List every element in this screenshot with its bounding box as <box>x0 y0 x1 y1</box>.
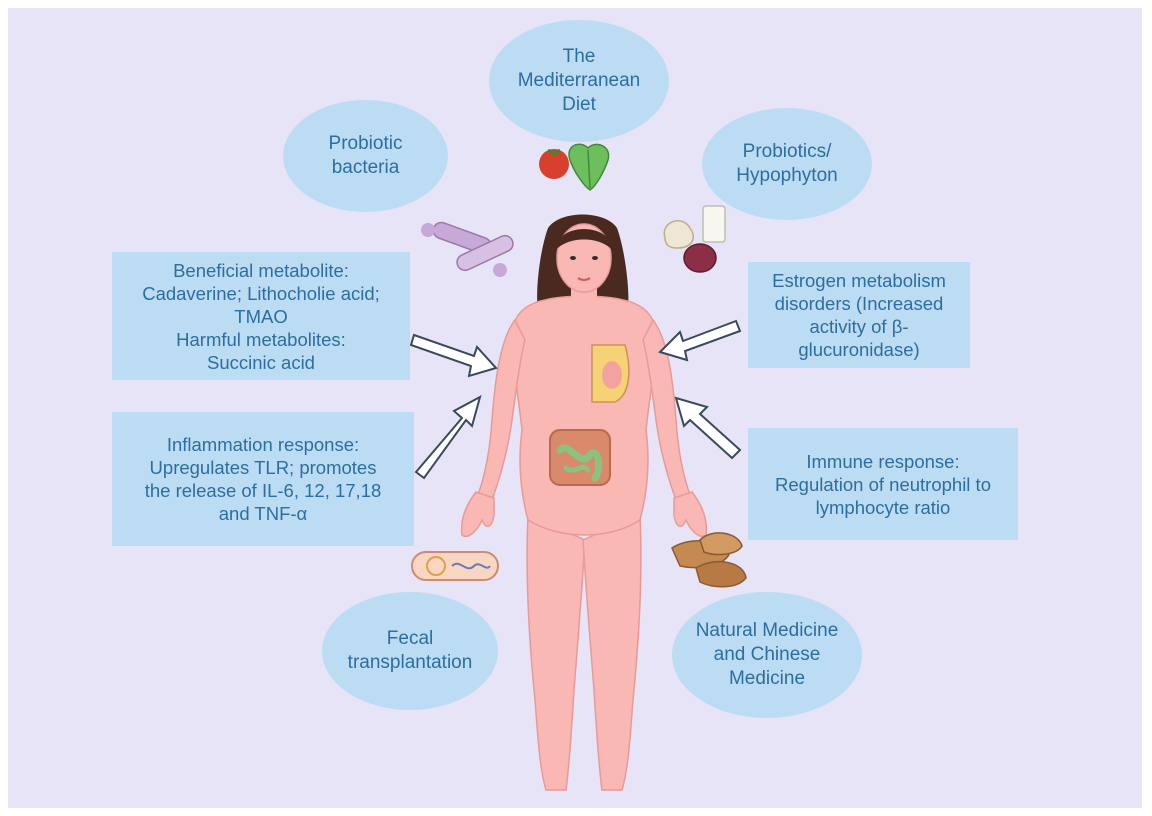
probiotics-hypophyton-label: Probiotics/ Hypophyton <box>702 108 872 220</box>
tomato-icon <box>539 149 569 179</box>
natural-medicine-text: Natural Medicine and Chinese Medicine <box>696 619 839 691</box>
probiotics-hypophyton-text: Probiotics/ Hypophyton <box>736 140 837 188</box>
herbal-slices-icon <box>672 533 746 587</box>
estrogen-box: Estrogen metabolism disorders (Increased… <box>748 262 970 368</box>
immune-text: Immune response: Regulation of neutrophi… <box>775 450 991 519</box>
mediterranean-diet-text: The Mediterranean Diet <box>518 45 641 117</box>
lettuce-icon <box>569 144 609 190</box>
inflammation-box: Inflammation response: Upregulates TLR; … <box>112 412 414 546</box>
probiotic-bacteria-text: Probiotic bacteria <box>329 132 403 180</box>
onion-icon <box>684 244 716 272</box>
metabolites-box: Beneficial metabolite: Cadaverine; Litho… <box>112 252 410 380</box>
garlic-icon <box>664 221 693 248</box>
estrogen-text: Estrogen metabolism disorders (Increased… <box>772 269 946 361</box>
fecal-transplantation-text: Fecal transplantation <box>348 627 473 675</box>
arrow-estrogen-to-body <box>660 321 740 360</box>
fecal-transplantation-label: Fecal transplantation <box>322 592 498 710</box>
immune-box: Immune response: Regulation of neutrophi… <box>748 428 1018 540</box>
probiotic-bacteria-label: Probiotic bacteria <box>283 100 448 212</box>
capsule-icon <box>412 552 498 580</box>
milk-glass-icon <box>703 206 725 242</box>
bacteria-icon <box>421 220 516 277</box>
arrow-metabolites-to-body <box>411 335 496 376</box>
mediterranean-diet-label: The Mediterranean Diet <box>489 20 669 142</box>
arrow-inflammation-to-body <box>416 397 480 478</box>
metabolites-text: Beneficial metabolite: Cadaverine; Litho… <box>142 259 380 374</box>
inflammation-text: Inflammation response: Upregulates TLR; … <box>145 433 382 525</box>
arrow-immune-to-body <box>676 398 740 458</box>
female-body-figure <box>462 215 707 791</box>
natural-medicine-label: Natural Medicine and Chinese Medicine <box>672 592 862 718</box>
